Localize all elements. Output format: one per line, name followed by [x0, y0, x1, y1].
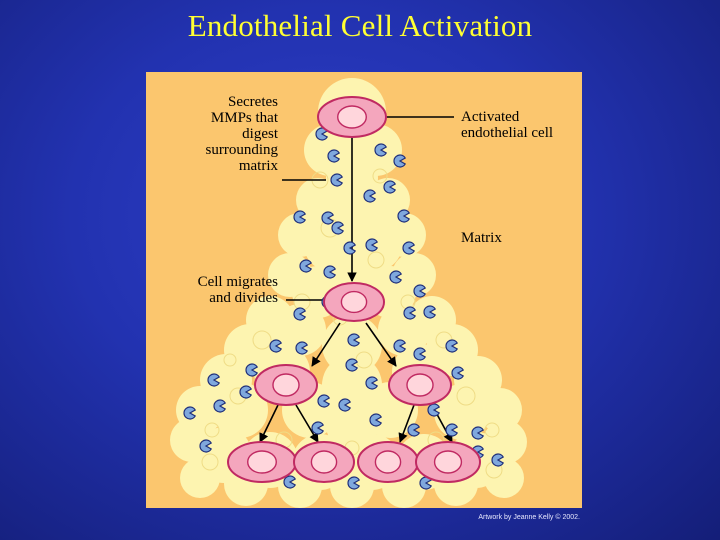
mmp-enzyme-icon: [383, 180, 397, 194]
cell-nucleus: [310, 450, 338, 474]
label-secretes: Secretes MMPs that digest surrounding ma…: [205, 94, 279, 174]
mmp-enzyme-icon: [491, 453, 505, 467]
mmp-enzyme-icon: [213, 399, 227, 413]
mmp-enzyme-icon: [363, 189, 377, 203]
cell-nucleus: [374, 450, 402, 474]
matrix-bubble-rim: [223, 353, 237, 367]
slide-title: Endothelial Cell Activation: [187, 8, 533, 43]
mmp-enzyme-icon: [389, 270, 403, 284]
mmp-enzyme-icon: [427, 403, 441, 417]
mmp-enzyme-icon: [338, 398, 352, 412]
mmp-enzyme-icon: [321, 211, 335, 225]
granddaughter-cell-2: [293, 441, 355, 483]
label-matrix: Matrix: [461, 230, 502, 246]
matrix-bubble: [484, 458, 524, 498]
label-cell-migrates: Cell migrates and divides: [197, 274, 278, 306]
mmp-enzyme-icon: [397, 209, 411, 223]
mmp-enzyme-icon: [347, 333, 361, 347]
endothelial-cells: [227, 96, 481, 483]
mmp-enzyme-icon: [330, 173, 344, 187]
mmp-enzyme-icon: [327, 149, 341, 163]
cell-nucleus: [247, 450, 277, 474]
cell-nucleus: [340, 290, 368, 314]
mmp-enzyme-icon: [283, 475, 297, 489]
mmp-enzyme-icon: [407, 423, 421, 437]
matrix-bubble: [274, 304, 326, 356]
mmp-enzyme-icon: [269, 339, 283, 353]
granddaughter-cell-4: [415, 441, 481, 483]
mmp-enzyme-icon: [365, 376, 379, 390]
mmp-enzyme-icon: [345, 358, 359, 372]
mmp-enzyme-icon: [207, 373, 221, 387]
mmp-enzyme-icon: [293, 210, 307, 224]
connector-lines: [259, 116, 454, 443]
migrating-cell: [323, 282, 385, 322]
matrix-bubble: [180, 458, 220, 498]
mmp-enzyme-icon: [423, 305, 437, 319]
mmp-enzyme-icon: [393, 154, 407, 168]
mmp-enzyme-icon: [347, 476, 361, 490]
mmp-enzyme-icon: [445, 423, 459, 437]
daughter-cell-right: [388, 364, 452, 406]
mmp-enzyme-icon: [199, 439, 213, 453]
matrix-bubble-rim: [204, 422, 220, 438]
mmp-enzyme-icon: [451, 366, 465, 380]
cell-nucleus: [433, 450, 463, 474]
mmp-enzyme-icon: [343, 241, 357, 255]
matrix-bubble-rim: [252, 330, 272, 350]
division-arrow-lr: [295, 404, 319, 443]
mmp-enzyme-icon: [239, 385, 253, 399]
activated-endothelial-cell: [317, 96, 387, 138]
mmp-enzyme-icon: [403, 306, 417, 320]
mmp-enzyme-icon: [317, 394, 331, 408]
cell-nucleus: [406, 373, 434, 397]
mmp-enzyme-icon: [413, 284, 427, 298]
matrix-bubble-rim: [201, 453, 219, 471]
mmp-enzyme-icon: [402, 241, 416, 255]
division-arrow-left: [311, 322, 341, 367]
matrix-bubble-rim: [456, 386, 476, 406]
division-arrow-rl: [398, 404, 415, 443]
matrix-bubble-rim: [367, 251, 385, 269]
matrix-bubble: [378, 304, 430, 356]
division-arrow-right: [365, 322, 397, 367]
granddaughter-cell-3: [357, 441, 419, 483]
mmp-enzyme-icon: [369, 413, 383, 427]
cell-nucleus: [337, 105, 367, 129]
mmp-enzyme-icon: [323, 265, 337, 279]
mmp-enzyme-icon: [393, 339, 407, 353]
mmp-enzyme-icon: [413, 347, 427, 361]
mmp-enzyme-icon: [295, 341, 309, 355]
mmp-enzyme-icon: [365, 238, 379, 252]
label-activated-cell: Activated endothelial cell: [461, 109, 554, 141]
mmp-enzyme-icon: [245, 363, 259, 377]
cell-nucleus: [272, 373, 300, 397]
mmp-enzyme-icon: [299, 259, 313, 273]
mmp-enzyme-icon: [293, 307, 307, 321]
artwork-credit: Artwork by Jeanne Kelly © 2002.: [478, 514, 580, 521]
mmp-enzyme-icon: [311, 421, 325, 435]
matrix-bubble: [212, 382, 268, 438]
division-arrow-ll: [259, 404, 279, 443]
daughter-cell-left: [254, 364, 318, 406]
mmp-enzyme-icon: [331, 221, 345, 235]
mmp-enzyme-icon: [471, 426, 485, 440]
mmp-enzyme-icon: [183, 406, 197, 420]
matrix-bubble-rim: [372, 168, 388, 184]
mmp-enzyme-icon: [374, 143, 388, 157]
mmp-enzyme-icon: [445, 339, 459, 353]
granddaughter-cell-1: [227, 441, 297, 483]
matrix-bubble-rim: [484, 422, 500, 438]
